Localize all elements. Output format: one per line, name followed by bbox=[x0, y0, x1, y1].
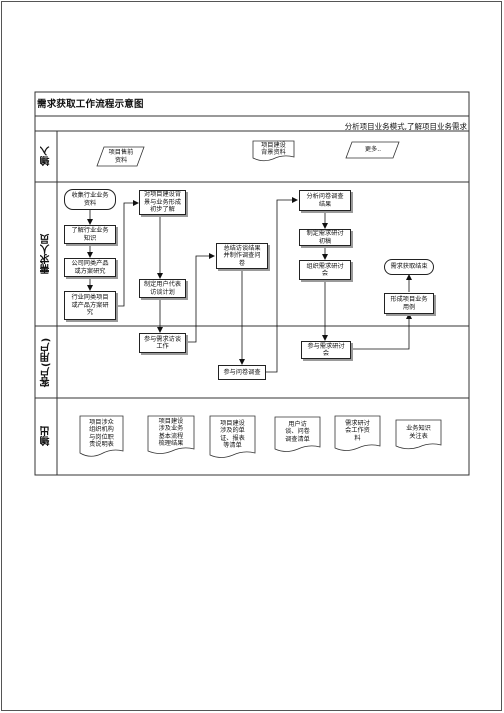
output-business-process-result: 项目建设 涉及业务 基本流程 梳理结果 bbox=[158, 417, 184, 447]
node-attend-seminar: 参与需求研讨 会 bbox=[301, 341, 351, 359]
node-analyze-survey: 分析问卷调查 结果 bbox=[299, 190, 351, 211]
output-documents-reports-list: 项目建设 涉及的单 证、报表 等清单 bbox=[220, 419, 245, 449]
output-interview-survey-list: 用户访 谈、问卷 调查清单 bbox=[285, 420, 310, 443]
output-shapes bbox=[79, 415, 442, 458]
node-business-use-case: 形成项目业务 用例 bbox=[384, 293, 434, 314]
node-collect-industry-material: 收集行业业务 资料 bbox=[64, 189, 116, 210]
arrow-attend-summary bbox=[184, 253, 215, 343]
input2-shape bbox=[252, 140, 295, 162]
input-background-material: 项目建设 背景资料 bbox=[261, 141, 286, 156]
connectors bbox=[87, 197, 412, 373]
lane-label-input: 输入 bbox=[41, 146, 52, 167]
lane-label-output: 输出 bbox=[41, 426, 52, 447]
node-company-product-research: 公司同类产品 或方案研究 bbox=[64, 258, 116, 277]
out2-shape bbox=[147, 415, 195, 454]
node-learn-industry-knowledge: 了解行业业务 知识 bbox=[64, 225, 116, 244]
node-outline-understanding: 对项目建设背 景与业务形成 初步了解 bbox=[139, 190, 186, 215]
lane-label-requirement-staff: 需求人员 bbox=[41, 234, 52, 274]
arrow-seminar-usecase bbox=[350, 313, 412, 350]
arrow-survey-analyze bbox=[266, 197, 298, 373]
output-seminar-materials: 需求研讨 会工作资 料 bbox=[345, 419, 370, 442]
input3-shape bbox=[345, 141, 400, 159]
lane-label-customer: 客户(用户) bbox=[41, 337, 52, 387]
diagram-frame bbox=[34, 91, 470, 476]
out1-shape bbox=[79, 415, 124, 457]
node-summary-questionnaire: 总结访谈结果 并制作调查问 卷 bbox=[216, 243, 268, 269]
node-attend-interview: 参与需求访谈 工作 bbox=[139, 333, 186, 353]
node-draft-requirements: 制定需求研讨 初稿 bbox=[299, 229, 351, 246]
input-presales-material: 项目售前 资料 bbox=[108, 149, 134, 164]
node-attend-survey: 参与问卷调查 bbox=[218, 365, 266, 380]
diagram-title: 需求获取工作流程示意图 bbox=[37, 99, 144, 110]
diagram-subtitle: 分析项目业务模式,了解项目业务需求 bbox=[344, 122, 467, 131]
output-org-responsibility-table: 项目涉众 组织机构 与岗位职 责说明表 bbox=[89, 418, 114, 448]
out6-shape bbox=[395, 419, 442, 450]
out5-shape bbox=[334, 415, 381, 451]
node-interview-plan: 制定用户代表 访谈计划 bbox=[139, 279, 186, 298]
arrow-industry-outline bbox=[115, 200, 139, 307]
node-industry-project-research: 行业同类项目 或产品方案研 究 bbox=[64, 291, 116, 320]
input1-shape bbox=[96, 146, 145, 167]
out4-shape bbox=[274, 416, 321, 452]
output-business-knowledge-table: 业务知识 关注表 bbox=[406, 425, 431, 440]
node-requirement-end: 需求获取结束 bbox=[384, 259, 434, 275]
node-organize-seminar: 组织需求研讨 会 bbox=[299, 260, 351, 280]
input-more: 更多.. bbox=[364, 146, 382, 154]
out3-shape bbox=[209, 415, 256, 458]
